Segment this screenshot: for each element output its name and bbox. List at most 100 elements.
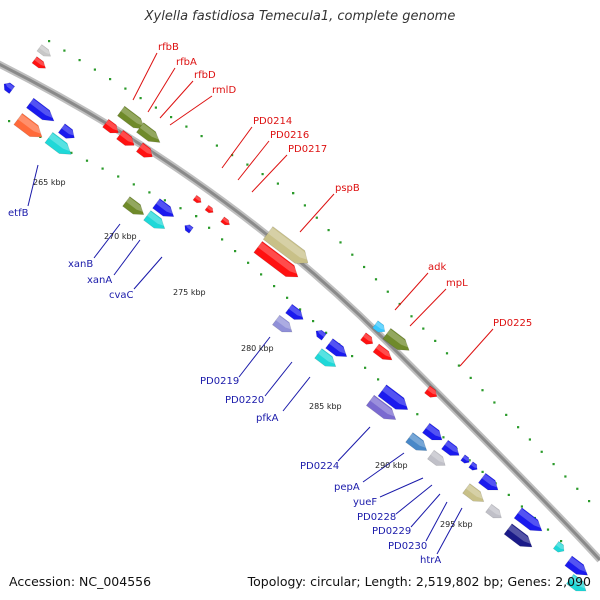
tick-dot [520, 505, 523, 508]
leader-line [132, 52, 158, 101]
leader-line [251, 154, 288, 193]
tick-dot [234, 250, 237, 253]
tick-dot [231, 154, 234, 157]
tick-dot [416, 413, 419, 416]
gene-feature-pd0216-shape [204, 204, 214, 214]
tick-dot [163, 199, 166, 202]
tick-dot [517, 426, 520, 429]
gene-feature-rfbB-pre-shape [31, 56, 47, 69]
gene-feature-pd0224-highlight [382, 385, 410, 408]
gene-feature-rfbD [102, 118, 120, 134]
tick-dot [208, 226, 211, 229]
tick-dot [70, 151, 73, 154]
gene-feature-pd0224-shape [377, 384, 409, 410]
tick-dot [299, 308, 302, 311]
tick-dot [292, 192, 295, 195]
gene-label-rfbA: rfbA [176, 57, 197, 68]
gene-feature-yueF-shape [427, 449, 446, 466]
gene-feature-xanA-highlight [126, 197, 146, 213]
gene-label-rfbD: rfbD [194, 70, 216, 81]
tick-dot [576, 487, 579, 490]
gene-label-etfB: etfB [8, 208, 29, 219]
tick-dot [410, 315, 413, 318]
gene-label-pfkA: pfkA [256, 413, 279, 424]
gene-feature-pepA-highlight [425, 423, 444, 439]
tick-dot [246, 163, 249, 166]
gene-feature-pd0235-shape [564, 555, 589, 576]
gene-feature-yueF [427, 449, 447, 466]
gene-feature-pfkA-highlight [329, 339, 349, 355]
tick-dot [377, 378, 380, 381]
gene-feature-pd0225-highlight [427, 386, 438, 396]
gene-features [3, 44, 590, 592]
gene-feature-pd0214-shape [192, 194, 202, 204]
tick-dot [546, 528, 550, 531]
leader-line [238, 336, 271, 378]
gene-feature-rmlD [116, 129, 136, 146]
topology-text: Topology: circular; Length: 2,519,802 bp… [247, 574, 591, 589]
gene-label-PD0225: PD0225 [493, 318, 532, 329]
gene-feature-htrA-b [462, 483, 486, 502]
gene-feature-htrA [477, 472, 500, 491]
tick-dot [552, 463, 555, 466]
gene-feature-pd0209-highlight [39, 45, 52, 55]
gene-feature-pfkA-b-shape [314, 348, 337, 367]
gene-feature-pepA-b [405, 432, 429, 451]
gene-feature-adk [372, 320, 386, 333]
gene-feature-rmlD-highlight [119, 130, 136, 144]
gene-feature-pd0236-highlight [569, 574, 588, 590]
tick-dot [363, 265, 366, 269]
gene-feature-pd0209 [36, 44, 52, 57]
gene-feature-htrA-b-highlight [466, 484, 486, 500]
gene-feature-xanB [152, 198, 176, 217]
gene-feature-pd0232-shape [513, 507, 543, 532]
gene-label-PD0224: PD0224 [300, 461, 339, 472]
leader-line [409, 288, 447, 327]
gene-feature-rfbA-shape [135, 122, 161, 143]
gene-feature-rmlD-b [135, 142, 154, 158]
leader-line [169, 95, 213, 126]
gene-feature-pd0235 [564, 555, 590, 576]
tick-label-6: 295 kbp [440, 520, 473, 529]
gene-feature-pd0225 [424, 385, 438, 398]
gene-feature-mpL-c-shape [372, 343, 393, 361]
gene-feature-rfbB-pre [31, 56, 47, 69]
gene-feature-pd0216 [204, 204, 214, 214]
gene-label-cvaC: cvaC [109, 290, 134, 301]
gene-feature-etfA-shape [25, 97, 55, 122]
gene-feature-pd0219-highlight [288, 304, 305, 318]
gene-feature-pepA-b-highlight [409, 433, 429, 449]
tick-dot [457, 364, 460, 367]
gene-feature-pd0224-b-shape [365, 394, 397, 420]
tick-dot [507, 493, 510, 496]
tick-dot [481, 470, 484, 473]
gene-feature-mpL-c-highlight [375, 344, 394, 359]
gene-feature-pepA-shape [421, 422, 443, 441]
gene-feature-xanB-highlight [156, 199, 176, 215]
tick-dot [327, 229, 330, 232]
leader-line [362, 452, 405, 483]
gene-feature-cvaC-shape [184, 224, 194, 234]
tick-dot [185, 125, 188, 128]
gene-feature-etfC [57, 123, 76, 139]
tick-dot [195, 215, 198, 218]
gene-label-PD0228: PD0228 [357, 512, 396, 523]
gene-feature-pd0229-highlight [462, 455, 471, 462]
gene-feature-pspB-b [253, 240, 300, 278]
gene-feature-pd0220 [271, 314, 294, 333]
tick-dot [78, 59, 81, 62]
gene-feature-rfbB [116, 105, 147, 130]
gene-feature-etfD [44, 131, 73, 155]
gene-feature-cvaC [184, 224, 194, 234]
gene-feature-etfC-shape [57, 123, 75, 139]
gene-label-PD0219: PD0219 [200, 376, 239, 387]
gene-feature-etfB [13, 112, 44, 138]
gene-feature-pd0228-shape [441, 439, 460, 456]
leader-line [410, 493, 441, 528]
gene-label-htrA: htrA [420, 555, 441, 566]
gene-feature-mpL-b-shape [360, 332, 374, 345]
gene-feature-etfC-highlight [61, 124, 76, 137]
gene-feature-pd0229-shape [460, 454, 470, 464]
gene-feature-pd0207-highlight [5, 82, 15, 91]
gene-feature-rfbD-highlight [105, 119, 120, 132]
